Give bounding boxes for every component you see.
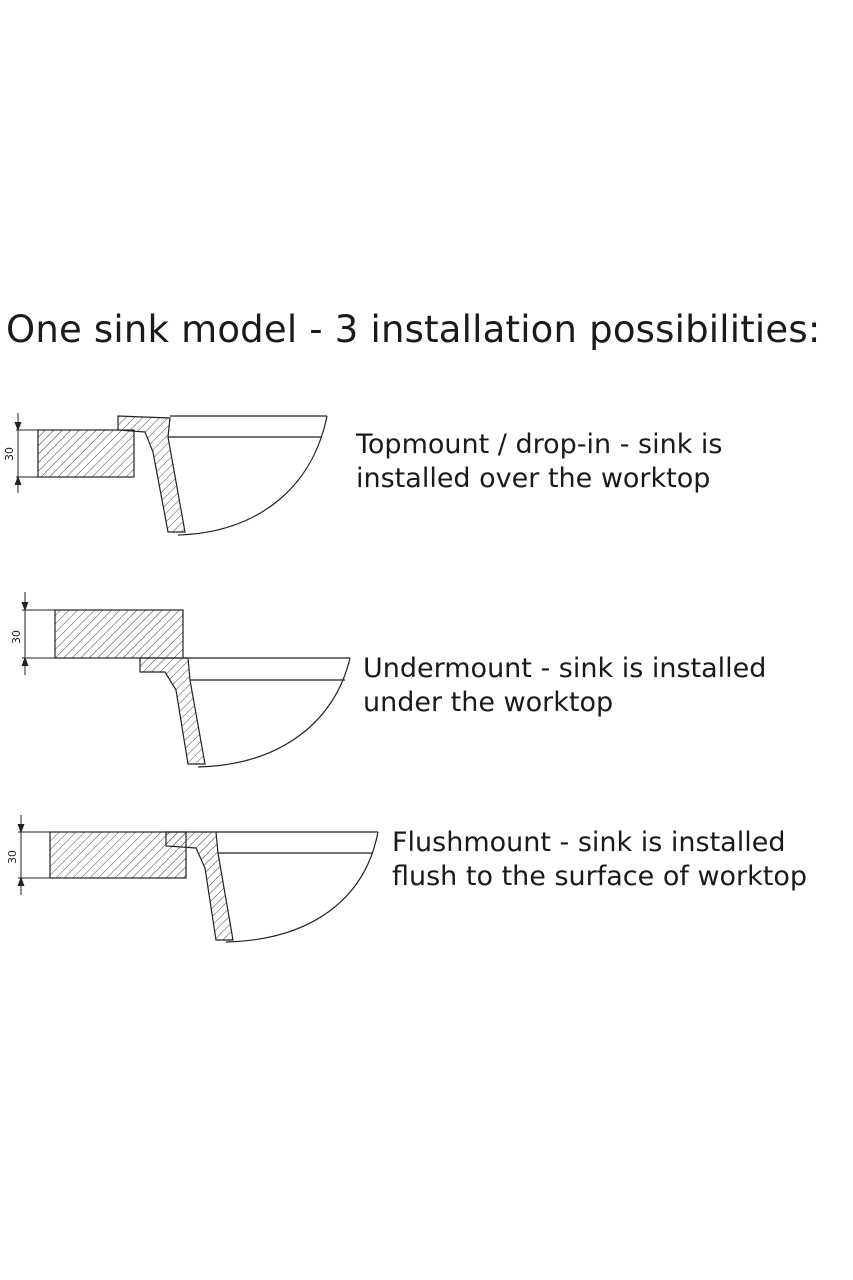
sink-basin	[183, 657, 351, 768]
sink-profile	[165, 831, 234, 941]
topmount-caption: Topmount / drop-in - sink is installed o…	[356, 428, 723, 496]
sink-profile	[139, 657, 206, 765]
sink-basin	[168, 415, 328, 536]
dimension-marker	[14, 413, 38, 493]
worktop	[37, 429, 135, 478]
undermount-caption: Undermount - sink is installed under the…	[363, 652, 766, 720]
dimension-label: 30	[6, 850, 19, 864]
caption-line: flush to the surface of worktop	[392, 861, 808, 892]
flushmount-diagram: 30	[6, 815, 379, 943]
worktop	[49, 831, 187, 879]
page-title: One sink model - 3 installation possibil…	[6, 308, 821, 351]
flushmount-caption: Flushmount - sink is installed flush to …	[392, 826, 807, 894]
caption-line: Topmount / drop-in - sink is	[356, 429, 723, 460]
caption-line: installed over the worktop	[356, 463, 711, 494]
sink-basin	[216, 831, 379, 943]
caption-line: Flushmount - sink is installed	[392, 827, 786, 858]
worktop	[54, 609, 184, 659]
sink-profile	[117, 415, 186, 533]
dimension-marker	[17, 815, 50, 895]
caption-line: under the worktop	[363, 687, 614, 718]
caption-line: Undermount - sink is installed	[363, 653, 767, 684]
topmount-diagram: 30	[3, 413, 328, 536]
dimension-marker	[21, 592, 55, 675]
dimension-label: 30	[3, 447, 16, 461]
undermount-diagram: 30	[10, 592, 351, 768]
dimension-label: 30	[10, 630, 23, 644]
